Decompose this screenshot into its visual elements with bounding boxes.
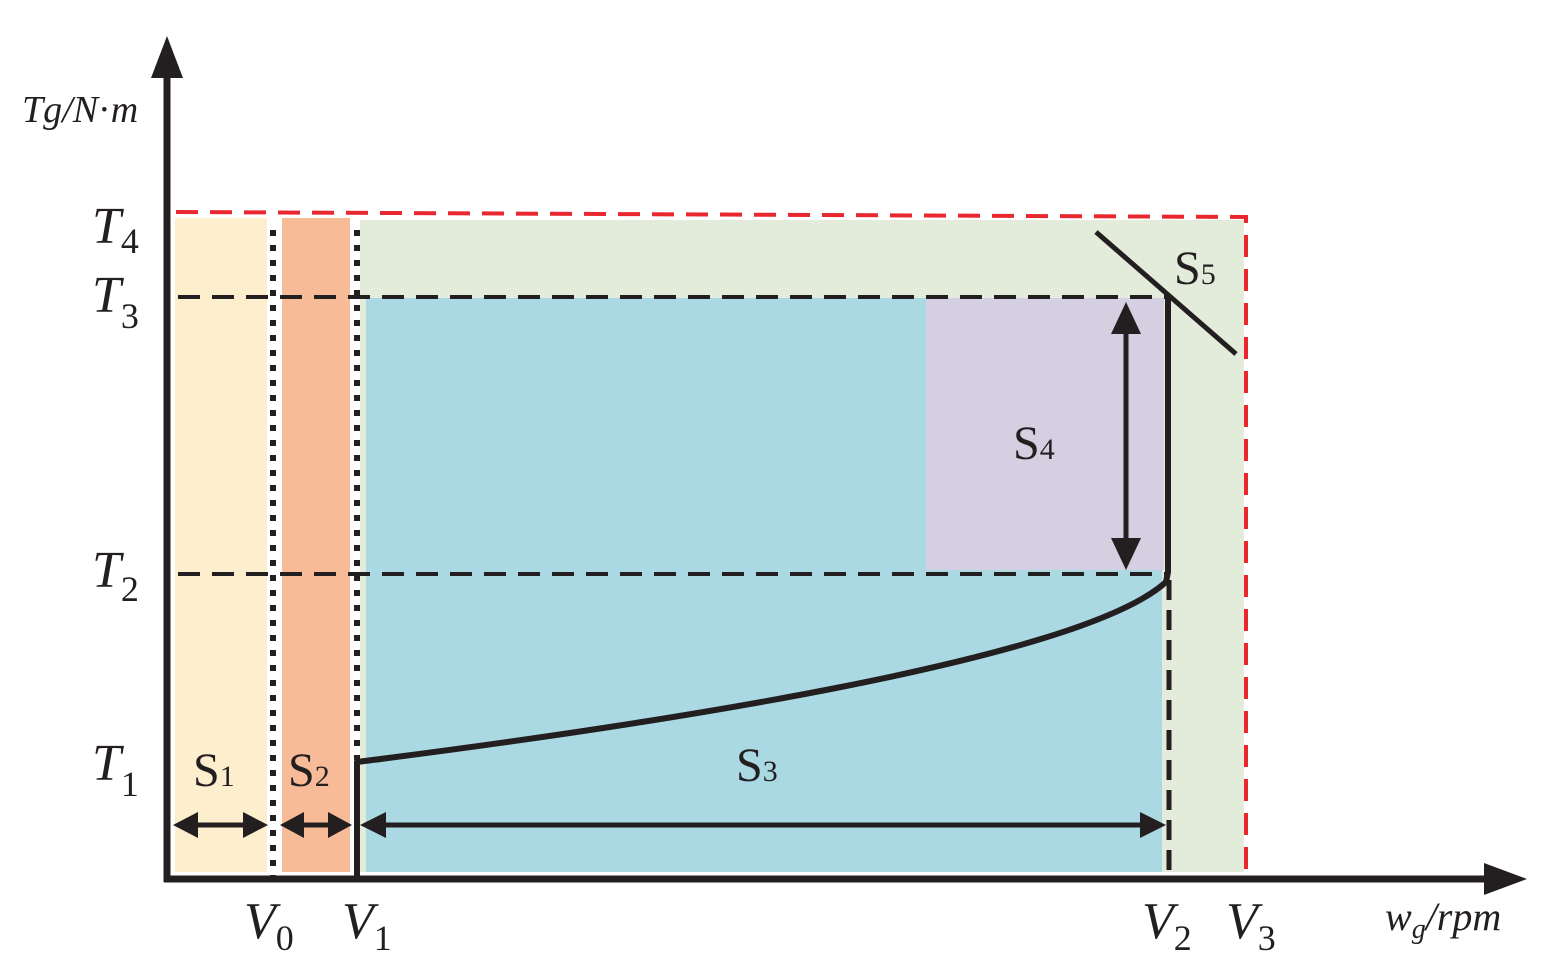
torque-speed-curve (354, 297, 1171, 876)
region-s5-strip (1180, 298, 1240, 872)
s4-double-arrow (1111, 302, 1141, 570)
y-tick-t1: T1 (92, 735, 139, 804)
s1-double-arrow (173, 812, 268, 838)
x-tick-v1: V1 (342, 893, 392, 958)
max-torque-limit-line (175, 210, 1248, 876)
region-s2-fill (282, 218, 350, 872)
y-axis (151, 36, 183, 882)
x-tick-v3: V3 (1226, 893, 1276, 958)
y-tick-t4: T4 (92, 198, 139, 261)
region-s5-label: S5 (1174, 242, 1216, 295)
s3-double-arrow (360, 812, 1166, 838)
x-axis (164, 863, 1527, 895)
region-s1-fill (175, 218, 267, 872)
y-axis-arrow-icon (151, 36, 183, 78)
region-s2-label: S2 (288, 744, 330, 797)
y-axis-label: Tg/N·m (22, 89, 138, 131)
region-s3-label: S3 (736, 739, 778, 792)
region-s4-label: S4 (1013, 417, 1055, 470)
x-axis-arrow-icon (1484, 863, 1527, 895)
x-tick-v0: V0 (244, 893, 294, 958)
s2-double-arrow (280, 812, 352, 838)
x-axis-label: wg/rpm (1385, 894, 1501, 945)
s5-diagonal-line (1094, 230, 1238, 356)
y-tick-t2: T2 (92, 542, 139, 609)
x-tick-v2: V2 (1142, 893, 1192, 958)
region-s1-label: S1 (193, 744, 235, 797)
y-tick-t3: T3 (92, 267, 139, 336)
